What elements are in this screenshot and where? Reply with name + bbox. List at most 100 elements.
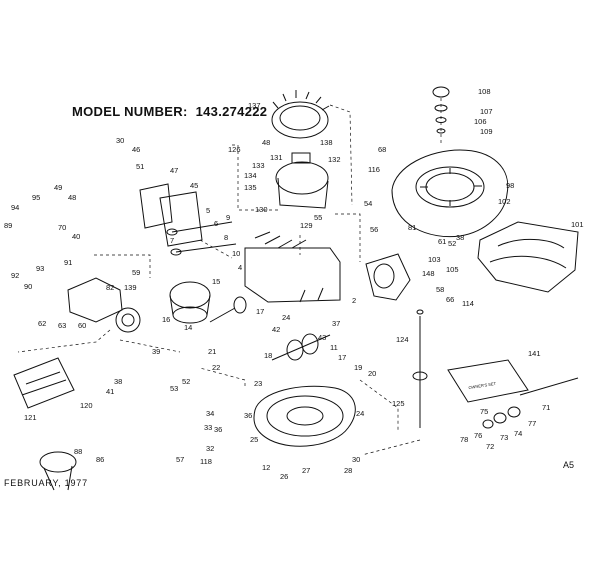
part-number-label: 91	[64, 258, 72, 267]
part-number-label: 7	[170, 236, 174, 245]
part-number-label: 16	[162, 315, 170, 324]
part-number-label: 40	[72, 232, 80, 241]
part-number-label: 75	[480, 407, 488, 416]
part-number-label: 109	[480, 127, 493, 136]
oil-dipstick	[412, 309, 428, 428]
part-number-label: 47	[170, 166, 178, 175]
part-number-label: 138	[320, 138, 333, 147]
part-number-label: 43	[318, 333, 326, 342]
part-number-label: 73	[500, 433, 508, 442]
cylinder-block	[244, 231, 341, 303]
recoil-starter	[365, 253, 411, 301]
part-number-label: 105	[446, 265, 459, 274]
part-number-label: 98	[506, 181, 514, 190]
flywheel-assembly	[271, 90, 330, 139]
part-number-label: 30	[116, 136, 124, 145]
part-number-label: 130	[255, 205, 268, 214]
part-number-label: 38	[456, 233, 464, 242]
part-number-label: 26	[280, 472, 288, 481]
part-number-label: 118	[200, 457, 212, 466]
part-number-label: 114	[462, 299, 474, 308]
part-number-label: 81	[408, 223, 416, 232]
part-number-label: 48	[68, 193, 76, 202]
part-number-label: 52	[182, 377, 190, 386]
part-number-label: 52	[448, 239, 456, 248]
model-number-heading: MODEL NUMBER: 143.274222	[72, 104, 275, 119]
part-number-label: 10	[232, 249, 240, 258]
part-number-label: 28	[344, 466, 352, 475]
valve-set	[166, 221, 237, 256]
part-number-label: 124	[396, 335, 409, 344]
part-number-label: 20	[368, 369, 376, 378]
part-number-label: 134	[244, 171, 257, 180]
part-number-label: 15	[212, 277, 220, 286]
part-number-label: 59	[132, 268, 140, 277]
part-number-label: 56	[370, 225, 378, 234]
part-number-label: 93	[36, 264, 44, 273]
part-number-label: 92	[11, 271, 19, 280]
crankshaft	[271, 333, 331, 361]
part-number-label: 17	[256, 307, 264, 316]
part-number-label: 9	[226, 213, 230, 222]
part-number-label: 27	[302, 466, 310, 475]
part-number-label: 89	[4, 221, 12, 230]
part-number-label: 103	[428, 255, 441, 264]
owners-manual-booklet	[447, 359, 529, 403]
fuel-filler-assembly	[39, 451, 77, 491]
model-number-value: 143.274222	[195, 104, 268, 119]
part-number-label: 108	[478, 87, 491, 96]
part-number-label: 30	[352, 455, 360, 464]
part-number-label: 141	[528, 349, 541, 358]
part-number-label: 120	[80, 401, 93, 410]
part-number-label: 46	[132, 145, 140, 154]
part-number-label: 36	[214, 425, 222, 434]
model-number-label: MODEL NUMBER:	[72, 104, 188, 119]
part-number-label: 57	[176, 455, 184, 464]
coil-assembly	[275, 152, 329, 209]
part-number-label: 68	[378, 145, 386, 154]
part-number-label: 133	[252, 161, 265, 170]
part-number-label: 25	[250, 435, 258, 444]
part-number-label: 11	[330, 343, 338, 352]
part-number-label: 24	[282, 313, 290, 322]
part-number-label: 2	[352, 296, 356, 305]
part-number-label: 34	[206, 409, 214, 418]
part-number-label: 12	[262, 463, 270, 472]
part-number-label: 24	[356, 409, 364, 418]
part-number-label: 74	[514, 429, 522, 438]
part-number-label: 88	[74, 447, 82, 456]
part-number-label: 139	[124, 283, 137, 292]
part-number-label: 102	[498, 197, 511, 206]
diagram-code: A5	[563, 460, 575, 470]
leader-lines	[17, 98, 442, 456]
part-number-label: 45	[190, 181, 198, 190]
part-number-label: 48	[262, 138, 270, 147]
part-number-label: 126	[228, 145, 241, 154]
part-number-label: 6	[214, 219, 218, 228]
part-number-label: 8	[224, 233, 228, 242]
part-number-label: 82	[106, 283, 114, 292]
part-number-label: 94	[11, 203, 19, 212]
part-number-label: 23	[254, 379, 262, 388]
part-number-label: 38	[114, 377, 122, 386]
part-number-label: 78	[460, 435, 468, 444]
part-number-label: 131	[270, 153, 283, 162]
part-number-label: 95	[32, 193, 40, 202]
part-number-label: 33	[204, 423, 212, 432]
part-number-labels: 108 107 106 109 137 48 138 131 132 133 6…	[4, 87, 584, 481]
carburetor	[67, 277, 141, 333]
part-number-label: 22	[212, 363, 220, 372]
part-number-label: 53	[170, 384, 178, 393]
part-number-label: 129	[300, 221, 313, 230]
diagram-date: FEBRUARY, 1977	[4, 478, 88, 488]
part-number-label: 4	[238, 263, 242, 272]
part-number-label: 42	[272, 325, 280, 334]
part-number-label: 19	[354, 363, 362, 372]
part-number-label: 66	[446, 295, 454, 304]
part-number-label: 101	[571, 220, 584, 229]
part-number-label: 14	[184, 323, 192, 332]
part-number-label: 137	[248, 101, 261, 110]
part-number-label: 60	[78, 321, 86, 330]
part-number-label: 90	[24, 282, 32, 291]
